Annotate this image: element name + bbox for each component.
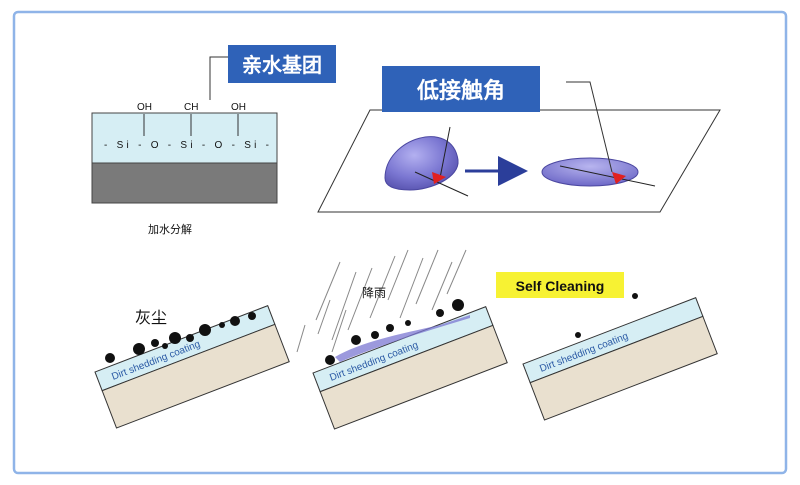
water-film [335, 315, 470, 362]
dirt-particle [405, 320, 411, 326]
dirt-particle [452, 299, 464, 311]
flat-angle-marker [612, 172, 626, 184]
oh-label-right: OH [231, 102, 246, 113]
dirt-particle [133, 343, 145, 355]
surface-plane [317, 109, 721, 213]
contact-angle-tag-text: 低接触角 [416, 78, 505, 104]
substrate-strip [529, 315, 718, 421]
round-droplet-tangent [439, 126, 451, 179]
dirt-particle [230, 316, 240, 326]
hydrophilic-leader-line [209, 56, 228, 100]
dirt-particle [248, 312, 256, 320]
hydrolysis-panel: OH CH OH - Si - O - Si - O - Si - 加水分解 [91, 102, 278, 236]
hydrophilic-tag [228, 45, 336, 83]
oh-label-mid: CH [184, 102, 198, 113]
hydrolysis-label: 加水分解 [148, 222, 192, 236]
dirt-particle [325, 355, 335, 365]
dirt-particle [151, 339, 159, 347]
dirt-particle [371, 331, 379, 339]
dirt-particle [219, 322, 225, 328]
dirt-particle [162, 343, 168, 349]
siloxane-chain: - Si - O - Si - O - Si - [104, 140, 269, 151]
hydrophilic-tag-text: 亲水基团 [242, 53, 322, 77]
rain-streaks [296, 249, 467, 353]
self-cleaning-label: Self Cleaning [516, 278, 605, 294]
contact-leader-line [566, 81, 613, 173]
dirt-particle [169, 332, 181, 344]
substrate-strip [319, 324, 508, 430]
self-cleaning-highlight [496, 272, 624, 298]
dirt-particle [199, 324, 211, 336]
substrate-layer [91, 162, 278, 204]
contact-angle-panel [317, 81, 721, 213]
dirt-particle [186, 334, 194, 342]
contact-angle-tag [382, 66, 540, 112]
oh-label-left: OH [137, 102, 152, 113]
round-angle-marker [432, 172, 446, 184]
dirt-particle [575, 332, 581, 338]
self-cleaning-panel: Dirt shedding coating Self Cleaning [496, 272, 718, 421]
rainfall-panel: Dirt shedding coating 降雨 [296, 249, 508, 430]
dirt-particle [386, 324, 394, 332]
coating-layer [91, 112, 278, 164]
dust-panel: Dirt shedding coating 灰尘 [94, 305, 290, 429]
dirt-particle [105, 353, 115, 363]
rainfall-label: 降雨 [362, 286, 386, 300]
dust-label: 灰尘 [135, 308, 167, 327]
dirt-particle [436, 309, 444, 317]
dirt-particle [632, 293, 638, 299]
round-droplet-base [414, 171, 469, 197]
substrate-strip [101, 323, 290, 429]
flat-droplet-base [559, 165, 656, 187]
dirt-particle [351, 335, 361, 345]
